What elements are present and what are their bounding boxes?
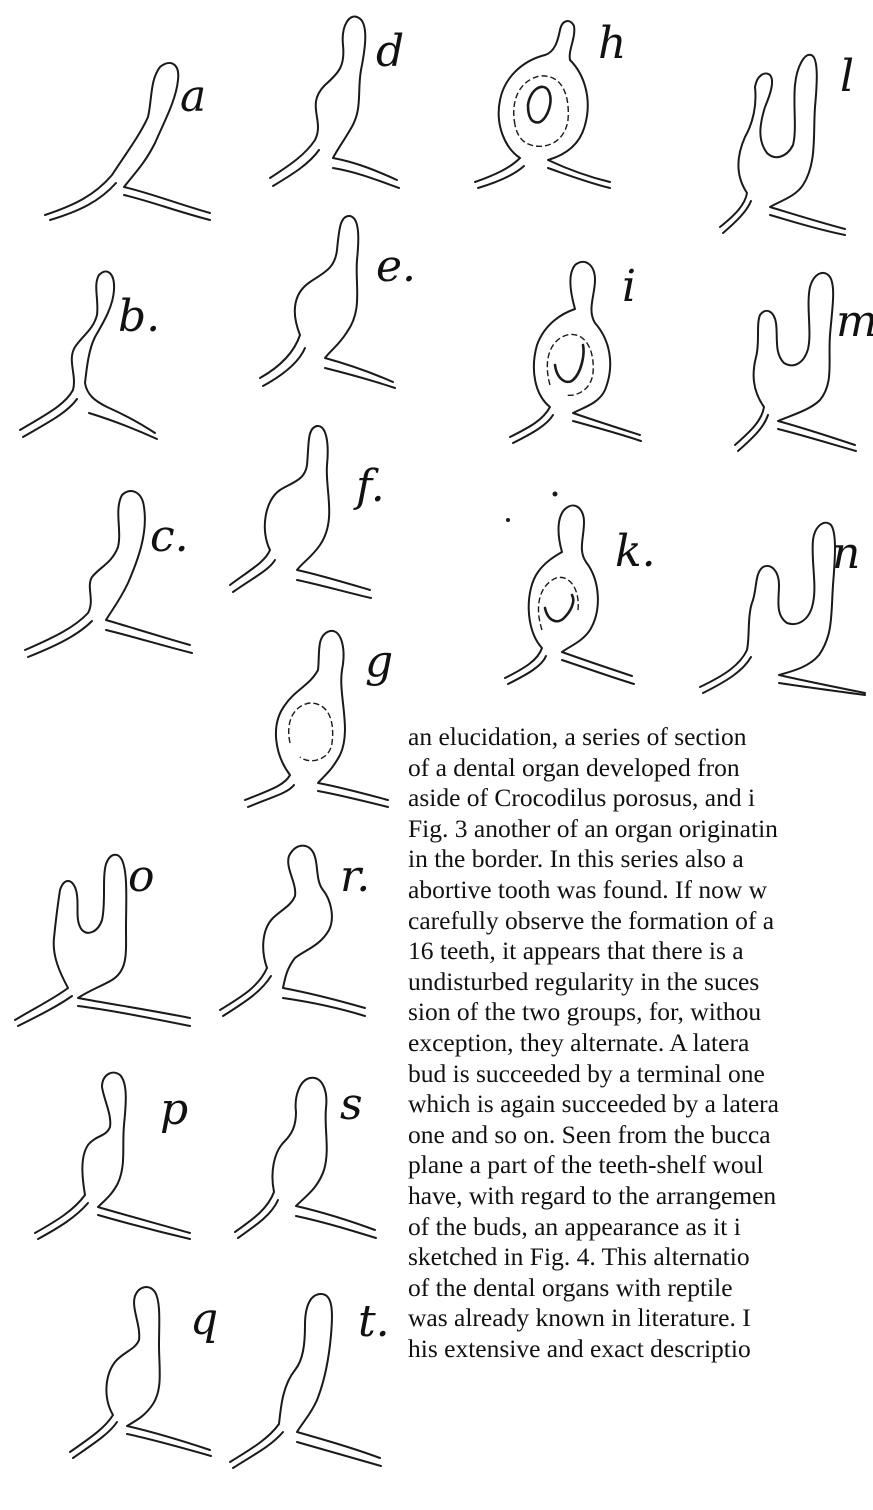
sketch-l [715, 45, 860, 235]
figure-label-o: o [128, 855, 155, 899]
figure-label-n: n [832, 532, 860, 576]
figure-label-p: p [160, 1088, 188, 1132]
figure-label-d: d [376, 30, 404, 74]
figure-label-i: i [622, 265, 636, 309]
text-line: Fig. 3 another of an organ originatin [408, 814, 873, 845]
text-line: an elucidation, a series of section [408, 722, 873, 753]
text-line: plane a part of the teeth-shelf woul [408, 1150, 873, 1181]
figure-label-t: t. [358, 1300, 390, 1344]
text-line: have, with regard to the arrangemen [408, 1181, 873, 1212]
text-line: bud is succeeded by a terminal one [408, 1059, 873, 1090]
text-line: undisturbed regularity in the suces [408, 967, 873, 998]
figure-label-f: f. [356, 465, 385, 509]
text-line: one and so on. Seen from the bucca [408, 1120, 873, 1151]
text-line: was already known in literature. I [408, 1303, 873, 1334]
figure-label-c: c. [150, 515, 189, 559]
sketch-k [500, 490, 640, 685]
text-line: sketched in Fig. 4. This alternatio [408, 1242, 873, 1273]
figure-label-g: g [365, 640, 393, 684]
text-line: aside of Crocodilus porosus, and i [408, 783, 873, 814]
text-line: 16 teeth, it appears that there is a [408, 936, 873, 967]
text-line: of a dental organ developed fron [408, 753, 873, 784]
figure-label-k: k. [615, 530, 656, 574]
figure-label-s: s [340, 1083, 363, 1127]
text-line: carefully observe the formation of a [408, 906, 873, 937]
text-line: of the dental organs with reptile [408, 1273, 873, 1304]
sketch-m [730, 265, 873, 455]
text-line: sion of the two groups, for, withou [408, 997, 873, 1028]
figure-label-b: b. [118, 295, 160, 339]
figure-label-r: r. [340, 855, 370, 899]
sketch-o [10, 848, 195, 1028]
sketch-e [255, 210, 400, 390]
text-line: which is again succeeded by a latera [408, 1089, 873, 1120]
text-line: exception, they alternate. A latera [408, 1028, 873, 1059]
figure-label-h: h [598, 22, 626, 66]
figure-label-e: e. [376, 245, 416, 289]
figure-label-a: a [180, 75, 206, 119]
sketch-h [470, 10, 615, 190]
figure-label-q: q [190, 1298, 218, 1342]
figure-label-m: m [836, 300, 873, 344]
text-line: abortive tooth was found. If now w [408, 875, 873, 906]
text-line: in the border. In this series also a [408, 844, 873, 875]
body-text: an elucidation, a series of section of a… [408, 722, 873, 1364]
text-line: of the buds, an appearance as it i [408, 1212, 873, 1243]
figure-label-l: l [840, 55, 854, 99]
text-line: his extensive and exact descriptio [408, 1334, 873, 1365]
sketch-f [225, 420, 375, 600]
